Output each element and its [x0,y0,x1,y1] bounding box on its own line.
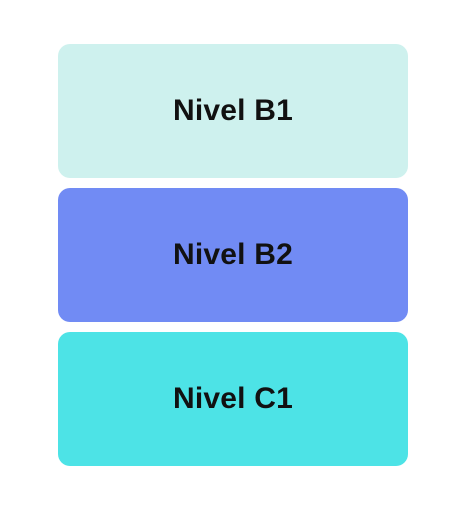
level-card-c1[interactable]: Nivel C1 [58,332,408,466]
level-label: Nivel B2 [173,238,293,271]
level-label: Nivel C1 [173,382,293,415]
level-card-b1[interactable]: Nivel B1 [58,44,408,178]
level-list: Nivel B1 Nivel B2 Nivel C1 [58,44,408,466]
level-label: Nivel B1 [173,94,293,127]
level-card-b2[interactable]: Nivel B2 [58,188,408,322]
